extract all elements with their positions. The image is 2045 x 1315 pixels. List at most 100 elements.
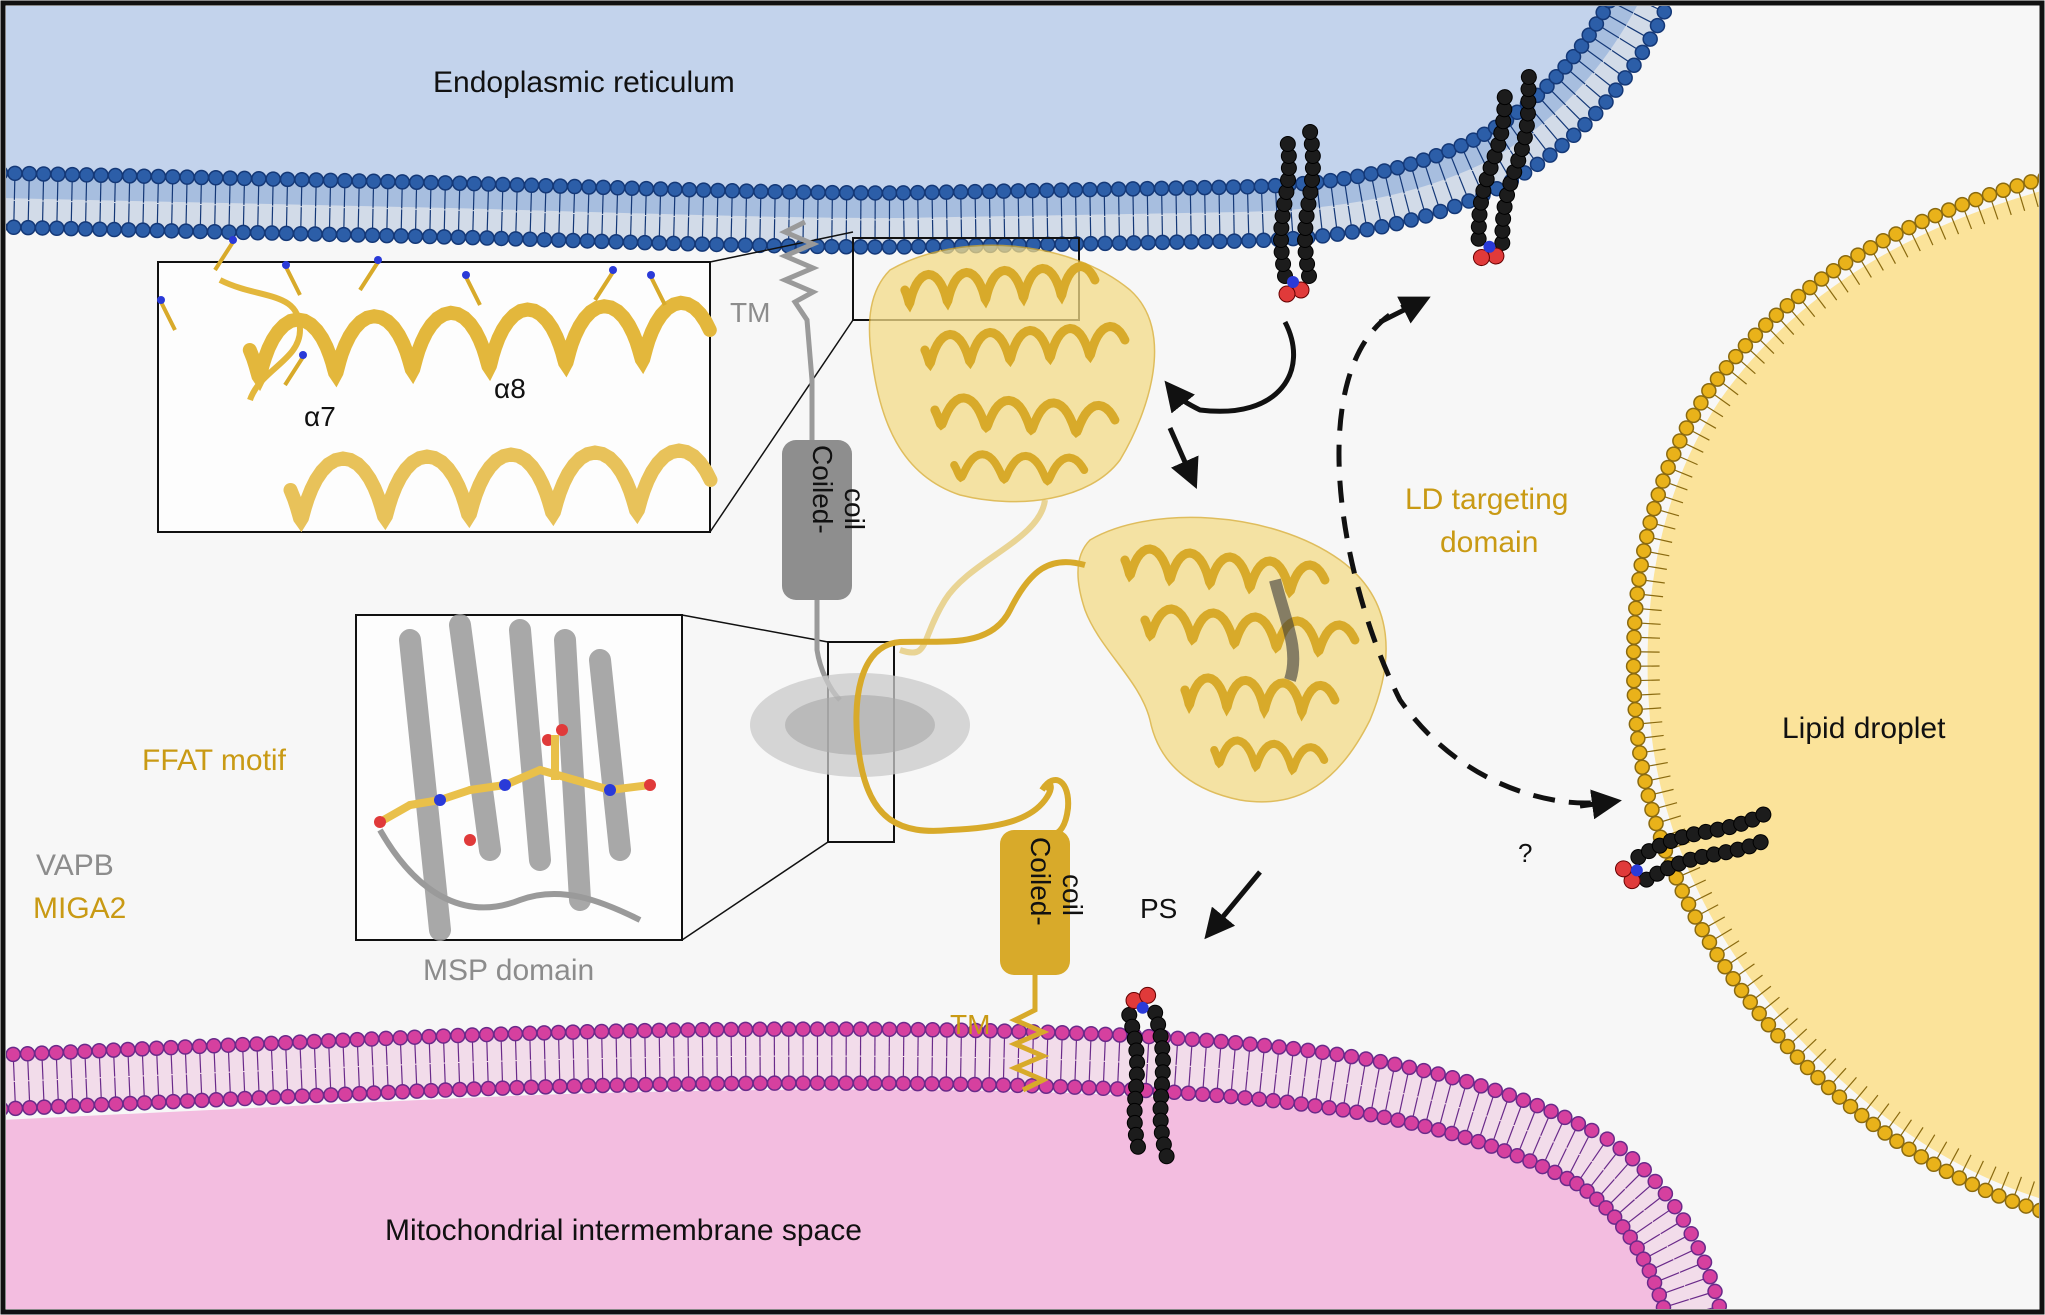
mito-lipid-tail [1074, 1060, 1077, 1083]
mito-lipid-head [1095, 1080, 1112, 1097]
mito-lipid-tail [1617, 1199, 1635, 1215]
mito-lipid-tail [185, 1074, 188, 1097]
er-lipid-head [737, 237, 754, 253]
er-lipid-head [1010, 183, 1026, 199]
ld-lipid-head [1672, 433, 1688, 449]
er-lipid-tail [486, 211, 489, 234]
ld-lipid-head [1889, 1133, 1905, 1150]
ld-lipid-head [1940, 202, 1957, 218]
er-lipid-head [1053, 182, 1069, 198]
ld-lipid-head [1865, 1116, 1882, 1133]
er-lipid-head [1054, 236, 1070, 252]
ld-lipid-head [2032, 1202, 2039, 1219]
ld-lipid-head [1802, 279, 1818, 296]
atom [464, 834, 476, 846]
mito-lipid-tail [1343, 1083, 1348, 1106]
lipid-tail-atom [1158, 1148, 1175, 1165]
mito-lipid-head [1223, 1088, 1239, 1105]
er-lipid-head [595, 179, 612, 196]
mito-lipid-tail [1625, 1172, 1642, 1189]
mito-lipid-tail [1568, 1154, 1580, 1175]
atom [644, 779, 656, 791]
er-lipid-head [538, 177, 554, 194]
mito-lipid-tail [199, 1051, 202, 1073]
mito-lipid-head [19, 1046, 36, 1062]
mito-lipid-tail [1439, 1104, 1446, 1126]
mito-lipid-tail [1609, 1188, 1626, 1205]
mito-lipid-head [637, 1076, 654, 1093]
mito-lipid-tail [399, 1042, 403, 1065]
mito-lipid-head [1543, 1103, 1559, 1120]
alpha-helix [283, 443, 718, 533]
mito-lipid-head [1314, 1044, 1331, 1061]
er-lipid-head [781, 184, 798, 200]
er-lipid-head [667, 181, 683, 198]
mito-lipid-head [580, 1078, 597, 1094]
er-lipid-head [1642, 31, 1658, 47]
ld-lipid-head [1954, 196, 1970, 213]
er-lipid-head [350, 227, 366, 243]
mito-lipid-head [1675, 1212, 1692, 1228]
er-lipid-head [49, 220, 65, 237]
er-lipid-head [165, 169, 181, 185]
er-lipid-tail [1319, 209, 1323, 232]
er-lipid-head [1196, 179, 1213, 196]
er-lipid-tail [1290, 212, 1294, 234]
mito-lipid-head [1329, 1046, 1345, 1063]
nitrogen-atom [609, 266, 617, 274]
er-lipid-tail [1274, 190, 1278, 213]
ld-lipid-head [1693, 395, 1709, 411]
vapb-legend-label: VAPB [36, 849, 114, 882]
er-lipid-tail [630, 193, 633, 215]
er-lipid-head [394, 174, 411, 190]
mito-lipid-tail [1499, 1099, 1509, 1121]
ld-lipid-head [1737, 338, 1754, 354]
ld-lipid-head [1770, 1027, 1786, 1044]
ld-lipid-head [1650, 486, 1667, 503]
er-lipid-head [278, 225, 295, 242]
mito-lipid-tail [1647, 1246, 1668, 1258]
mito-membrane [6, 1021, 1728, 1309]
er-lipid-head [1603, 6, 1616, 9]
er-lipid-head [1097, 235, 1113, 252]
mito-lipid-tail [1318, 1057, 1323, 1079]
ld-lipid-head [1626, 629, 1642, 645]
er-lipid-tail [558, 213, 561, 236]
mito-lipid-head [1487, 1082, 1503, 1099]
mito-lipid-tail [114, 1077, 117, 1100]
er-lipid-head [1649, 17, 1666, 34]
mito-lipid-head [1242, 1036, 1258, 1052]
mito-lipid-tail [256, 1048, 259, 1071]
er-lipid-tail [1576, 59, 1595, 74]
mito-lipid-head [494, 1080, 511, 1096]
mito-lipid-tail [572, 1059, 575, 1082]
mito-lipid-head [1376, 1109, 1393, 1126]
er-lipid-tail [573, 191, 576, 214]
mito-lipid-head [451, 1081, 468, 1098]
er-lipid-head [163, 223, 180, 239]
mito-lipid-tail [1370, 1088, 1377, 1111]
er-lipid-head [1140, 234, 1156, 251]
mito-lipid-tail [443, 1040, 446, 1063]
ld-lipid-head [1629, 586, 1645, 602]
mito-lipid-tail [1332, 1059, 1337, 1081]
er-lipid-head [1110, 181, 1127, 197]
mito-lipid-head [1097, 1026, 1114, 1043]
mito-lipid-head [1256, 1037, 1273, 1054]
mito-lipid-tail [27, 1058, 30, 1081]
ld-lipid-head [1854, 1107, 1870, 1124]
mito-lipid-head [1009, 1077, 1026, 1094]
er-lipid-head [150, 168, 167, 185]
mito-lipid-head [392, 1030, 409, 1046]
mito-lipid-head [435, 1028, 452, 1044]
mito-lipid-head [1300, 1042, 1316, 1059]
lipid-tail-atom [1520, 69, 1537, 86]
mito-lipid-tail [544, 1060, 547, 1083]
er-lipid-head [206, 224, 223, 240]
er-lipid-head [1211, 179, 1227, 196]
mito-lipid-head [637, 1022, 653, 1039]
mito-lipid-tail [271, 1070, 274, 1093]
mito-lipid-head [623, 1077, 640, 1093]
mito-lipid-head [421, 1028, 437, 1045]
mito-lipid-tail [214, 1073, 217, 1095]
